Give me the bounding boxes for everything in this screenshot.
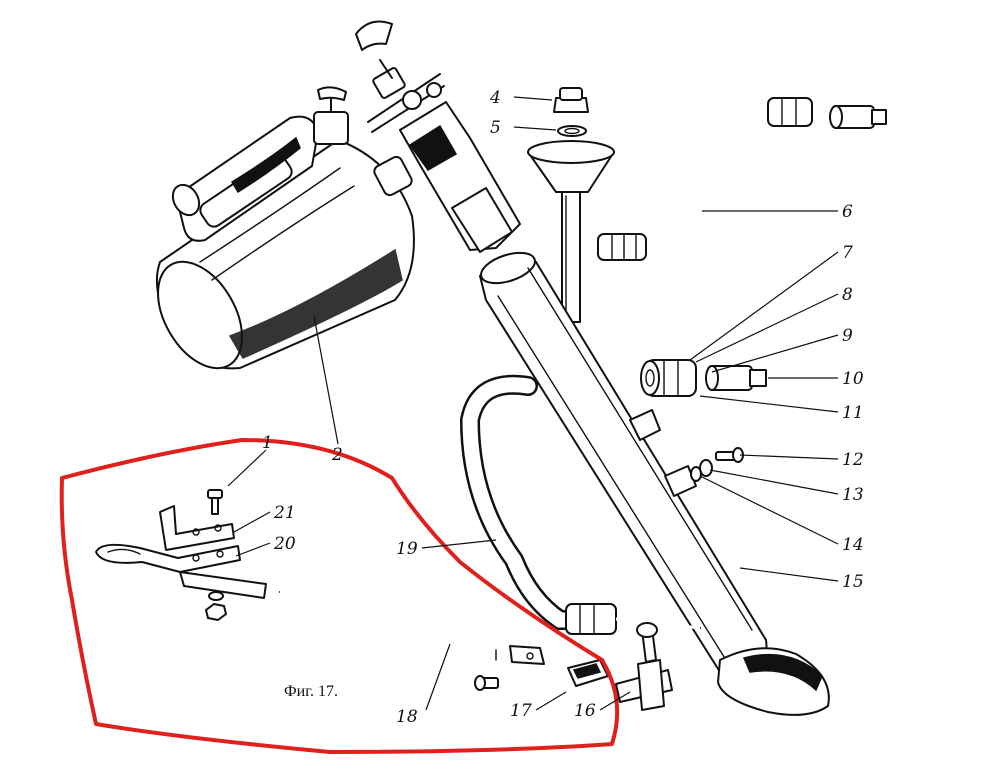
callout-2: 2 — [331, 445, 343, 465]
part-15-main-tube — [479, 251, 830, 716]
callout-9: 9 — [842, 326, 853, 346]
callout-8: 8 — [842, 285, 853, 305]
part-18-rod — [279, 571, 545, 691]
part-6-pipe — [597, 97, 887, 261]
callout-14: 14 — [842, 535, 864, 555]
callout-labels: 1 2 4 5 6 7 8 9 10 11 12 13 14 15 16 17 … — [262, 88, 864, 727]
burner-head — [355, 20, 521, 253]
callout-12: 12 — [842, 450, 864, 470]
callout-10: 10 — [842, 369, 864, 389]
callout-1: 1 — [262, 433, 273, 453]
part-2-tank — [155, 86, 415, 370]
part-16-cross-fitting — [615, 622, 673, 711]
part-19-curved-pipe — [459, 374, 701, 635]
callout-15: 15 — [842, 572, 864, 592]
funnel-standpipe — [527, 140, 615, 323]
figure-caption: Фиг. 17. — [284, 683, 338, 700]
parts-1-20-21-bracket — [95, 489, 267, 621]
callout-19: 19 — [396, 539, 418, 559]
leader-lines — [227, 96, 839, 711]
parts-12-14-fasteners — [690, 447, 744, 482]
callout-6: 6 — [842, 202, 853, 222]
callout-16: 16 — [574, 701, 596, 721]
callout-4: 4 — [489, 88, 501, 108]
callout-13: 13 — [842, 485, 864, 505]
callout-18: 18 — [396, 707, 418, 727]
callout-7: 7 — [842, 243, 853, 263]
callout-21: 21 — [273, 503, 296, 523]
part-4-plug — [553, 87, 589, 113]
callout-5: 5 — [490, 118, 501, 138]
part-5-washer — [557, 125, 587, 137]
callout-11: 11 — [842, 403, 864, 423]
callout-17: 17 — [510, 701, 532, 721]
parts-7-11-coupling — [640, 359, 767, 397]
callout-20: 20 — [273, 534, 296, 554]
highlight-outline — [59, 438, 620, 754]
